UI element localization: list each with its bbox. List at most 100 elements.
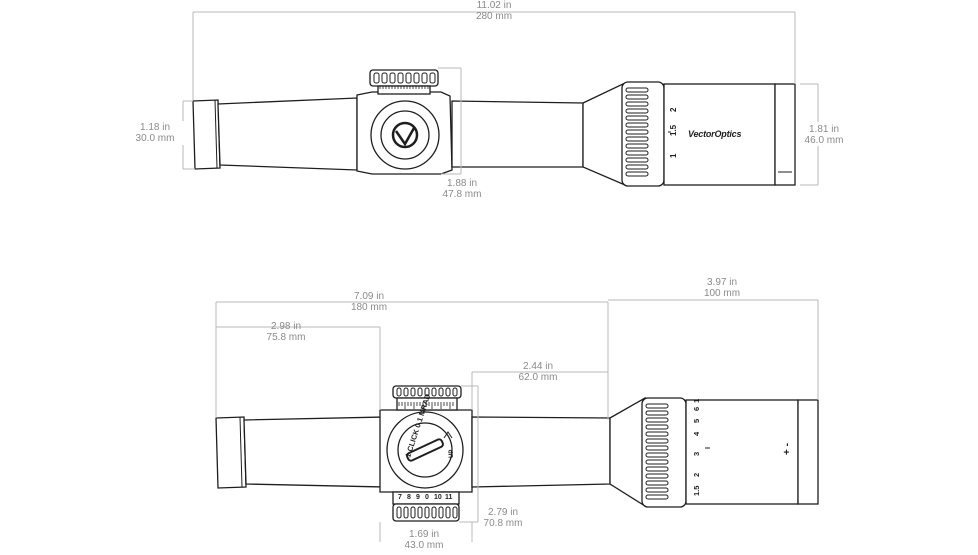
side-objective-flare [609, 396, 646, 508]
dim-value-in: 1.88 in [446, 178, 478, 189]
dim-value-mm: 75.8 mm [266, 332, 306, 343]
zoom-rib [645, 403, 669, 409]
knurl-notch [452, 387, 458, 397]
zoom-rib [625, 101, 649, 107]
knurl-notch [431, 506, 437, 519]
top-view-scope [192, 69, 796, 187]
dim-mount-length: 7.09 in 180 mm [351, 291, 387, 313]
zoom-rib [625, 129, 649, 135]
objective-bell [663, 83, 776, 186]
eyepiece [192, 99, 221, 170]
knurl-notch [452, 506, 458, 519]
zoom-rib [625, 171, 649, 177]
dim-value-in: 2.44 in [522, 361, 554, 372]
dim-value-mm: 180 mm [350, 302, 388, 313]
side-zoom-6: 6 [692, 407, 701, 411]
zoom-rib [625, 143, 649, 149]
side-objective-bell [685, 399, 799, 505]
zoom-rib [645, 438, 669, 444]
zoom-marking-1-5: 1.5 [669, 124, 678, 136]
brand-logo-text: VectorOptics [688, 129, 741, 139]
side-zoom-5: 5 [692, 419, 701, 423]
zoom-rib [625, 115, 649, 121]
dim-rear-to-turret: 2.98 in 75.8 mm [267, 321, 306, 343]
knurl-notch [424, 387, 430, 397]
dim-value-mm: 100 mm [703, 288, 741, 299]
dim-tube-diameter: 1.18 in 30.0 mm [136, 122, 175, 144]
side-dimension-lines [215, 299, 819, 542]
side-objective-cap [797, 399, 819, 505]
zoom-rib [625, 87, 649, 93]
dim-value-mm: 62.0 mm [518, 372, 558, 383]
knurl-notch [403, 387, 409, 397]
dim-value-in: 2.79 in [487, 507, 519, 518]
knurl-notch [438, 387, 444, 397]
objective-cap [774, 83, 796, 186]
side-zoom-3: 3 [692, 452, 701, 456]
knurl-notch [438, 506, 444, 519]
knurl-notch [417, 506, 423, 519]
zoom-rib [625, 157, 649, 163]
side-windage-cap [392, 503, 460, 522]
zoom-marking-2: 2 [669, 107, 678, 112]
zoom-rib [645, 466, 669, 472]
zoom-rib [645, 452, 669, 458]
zoom-rib [645, 417, 669, 423]
objective-flare [582, 81, 626, 186]
turret-number-10: 10 [434, 494, 442, 501]
dim-value-in: 2.98 in [270, 321, 302, 332]
side-elevation-scale [396, 397, 458, 411]
side-zoom-4: 4 [692, 431, 701, 436]
dim-value-mm: 47.8 mm [442, 189, 482, 200]
knurl-notch [403, 506, 409, 519]
top-dimension-lines [182, 11, 819, 186]
dim-turret-to-front: 2.44 in 62.0 mm [519, 361, 558, 383]
knurl-notch [373, 72, 380, 84]
vector-optics-logo-icon [391, 121, 419, 149]
knurl-notch [445, 506, 451, 519]
knurl-notch [397, 72, 404, 84]
knurl-notch [389, 72, 396, 84]
dial-arrow-label: UP [449, 450, 455, 458]
dim-value-in: 3.97 in [706, 277, 738, 288]
main-tube-rear [217, 97, 358, 171]
side-view-scope [215, 385, 819, 522]
zoom-rib [645, 473, 669, 479]
knurl-notch [417, 387, 423, 397]
dim-value-mm: 70.8 mm [483, 518, 523, 529]
dim-value-mm: 30.0 mm [135, 133, 175, 144]
dim-value-in: 1.81 in [808, 124, 840, 135]
knurl-notch [396, 506, 402, 519]
dim-value-in: 7.09 in [353, 291, 385, 302]
turret-number-7: 7 [398, 494, 402, 501]
zoom-rib [625, 108, 649, 114]
turret-number-8: 8 [407, 494, 411, 501]
zoom-rib [645, 487, 669, 493]
zoom-rib [645, 480, 669, 486]
coin-slot [406, 438, 444, 462]
zoom-rib [645, 431, 669, 437]
side-zoom-end-1: 1 [692, 399, 701, 403]
side-main-tube-rear [243, 416, 386, 488]
knurl-notch [405, 72, 412, 84]
knurl-notch [445, 387, 451, 397]
zoom-rib [625, 150, 649, 156]
zoom-rib [625, 122, 649, 128]
dim-value-in: 1.69 in [408, 529, 440, 540]
side-main-tube-front [471, 416, 611, 488]
dim-value-mm: 43.0 mm [404, 540, 444, 551]
knurl-notch [410, 506, 416, 519]
dim-value-in: 11.02 in [476, 0, 512, 11]
turret-number-11: 11 [445, 494, 453, 501]
side-zoom-1-5: 1.5 [692, 486, 701, 496]
focus-symbol: + - [782, 443, 793, 455]
dim-value-mm: 46.0 mm [804, 135, 844, 146]
knurl-notch [381, 72, 388, 84]
knurl-notch [413, 72, 420, 84]
zoom-rib [645, 410, 669, 416]
knurl-notch [410, 387, 416, 397]
turret-number-0: 0 [425, 494, 429, 501]
dim-front-section: 3.97 in 100 mm [704, 277, 740, 299]
